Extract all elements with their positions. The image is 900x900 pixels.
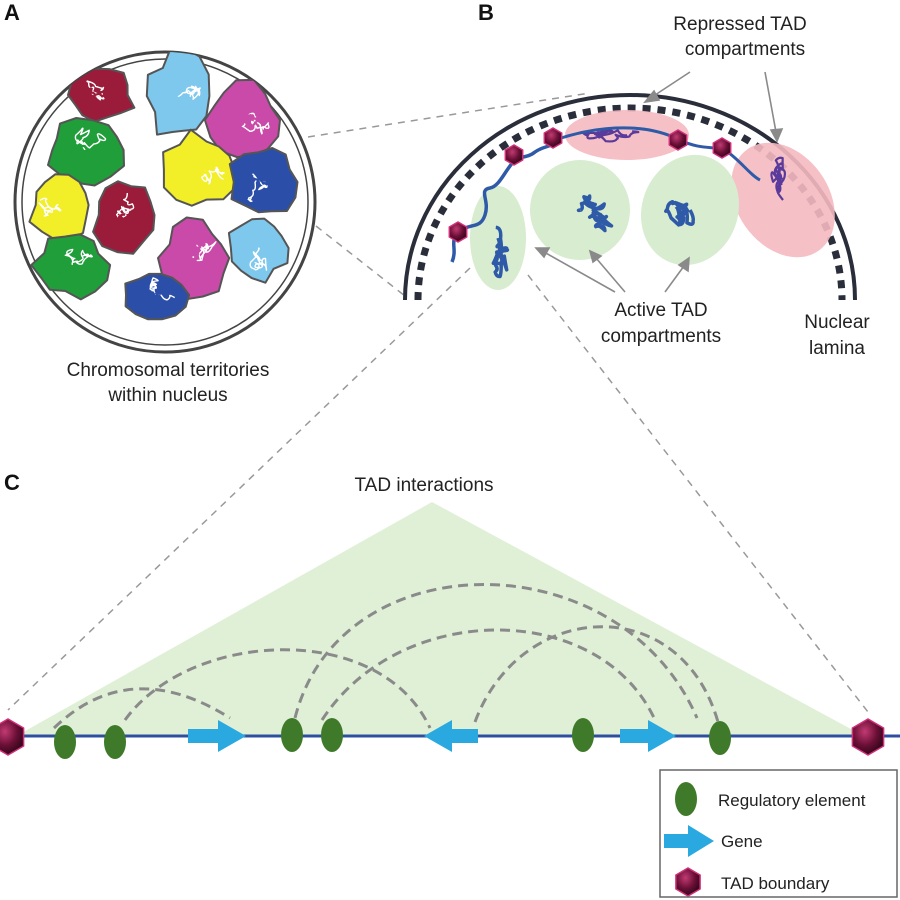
chromosome-territory [145, 52, 211, 136]
tad-boundary-icon [675, 867, 701, 897]
chromatin-strand [576, 194, 614, 233]
regulatory-element [54, 725, 76, 759]
chromosomal-territories [28, 52, 299, 321]
chromatin-strand [55, 257, 73, 278]
caption-a-line1: Chromosomal territories [67, 360, 270, 381]
zoom-line-ab-bottom [315, 225, 406, 297]
panel-label-a: A [4, 0, 20, 25]
legend-gene-label: Gene [721, 832, 763, 851]
chromatin-strand [64, 248, 94, 266]
chromatin-strand [554, 126, 761, 182]
chromosome-territory [47, 117, 125, 187]
chromatin-strand [38, 197, 64, 217]
caption-a-line2: within nucleus [107, 385, 227, 406]
regulatory-element [709, 721, 731, 755]
tad-boundary-icon [504, 144, 524, 166]
chromatin-strand [79, 87, 104, 104]
chromatin-strand [62, 144, 99, 159]
legend: Regulatory element Gene TAD boundary [659, 769, 898, 898]
chromatin-strand [102, 213, 126, 232]
tad-boundary-icon [712, 137, 732, 159]
active-label-line1: Active TAD [614, 300, 707, 321]
tad-boundary-icon [675, 867, 701, 897]
chromosome-territory [157, 216, 231, 301]
tad-boundary-icon [543, 127, 563, 149]
chromosome-territory [124, 272, 191, 321]
tad-boundary-icon [851, 718, 885, 756]
gene-arrow-icon [620, 720, 676, 752]
chromatin-strand [241, 112, 270, 135]
gene-arrow-icon [424, 720, 478, 752]
chromatin-strand [177, 85, 201, 100]
chromatin-strand [74, 127, 107, 151]
chromatin-strand [199, 166, 225, 185]
zoom-line-bc-right [527, 274, 869, 713]
zoom-line-ab-top [307, 92, 591, 138]
chromosome-territory [92, 180, 156, 255]
tad-boundary-icon [668, 129, 688, 151]
regulatory-element [321, 718, 343, 752]
lamina-label-line2: lamina [809, 338, 865, 359]
chromatin-strand [770, 156, 787, 201]
genes [188, 720, 676, 752]
chromosome-territory [162, 128, 237, 207]
tad-boundaries-c [0, 718, 885, 756]
regulatory-elements [54, 718, 731, 759]
repressed-label-line1: Repressed TAD [673, 14, 806, 35]
chromatin-strand [239, 114, 267, 128]
gene-arrow-icon [664, 825, 714, 857]
legend-boundary-label: TAD boundary [721, 874, 830, 893]
chromatin-strand [171, 246, 201, 275]
tad-boundary-icon [0, 718, 25, 756]
chromosome-territory [30, 233, 112, 301]
chromatin-strand [582, 128, 640, 143]
gene-arrow-icon [188, 720, 246, 752]
chromatin-strand [53, 186, 80, 207]
regulatory-element [281, 718, 303, 752]
tad-boundary-icon [448, 221, 468, 243]
tad-boundaries-b [448, 127, 732, 243]
nucleus [13, 50, 317, 354]
chromosome-territory [203, 78, 281, 158]
chromatin-strand [249, 247, 268, 271]
panel-label-c: C [4, 470, 20, 495]
chromatin-strand [144, 291, 162, 309]
zoom-line-bc-left [7, 267, 471, 711]
regulatory-element [104, 725, 126, 759]
chromatin-strand [188, 144, 212, 174]
regulatory-element [572, 718, 594, 752]
active-label-line2: compartments [601, 326, 721, 347]
chromatin-strand [168, 78, 185, 108]
tad-interactions-title: TAD interactions [354, 475, 493, 496]
lamina-label-line1: Nuclear [804, 312, 870, 333]
interaction-arcs [52, 583, 720, 730]
repressed-label-line2: compartments [685, 39, 805, 60]
panel-label-b: B [478, 0, 494, 25]
chromatin-strand [491, 225, 510, 279]
chromosome-territory [228, 147, 299, 214]
chromatin-strand [664, 199, 696, 227]
chromatin-strand [242, 166, 279, 187]
legend-regulatory-label: Regulatory element [718, 791, 866, 810]
regulatory-element-icon [675, 782, 697, 816]
chromatin-strand [237, 229, 259, 249]
annotation-arrows [534, 71, 784, 293]
chromosome-territory [227, 217, 290, 284]
tad-interaction-triangle [18, 502, 862, 735]
chromosome-territory [67, 67, 136, 123]
